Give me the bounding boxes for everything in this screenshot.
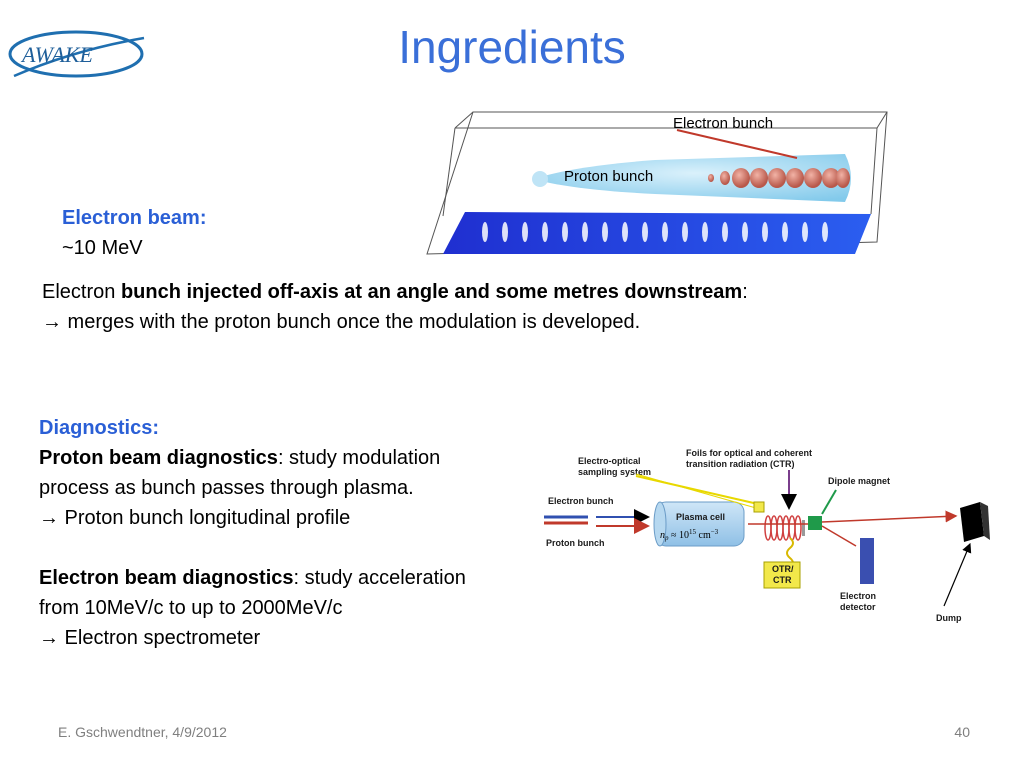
injection-plain: Electron — [42, 281, 121, 303]
footer-author: E. Gschwendtner, 4/9/2012 — [58, 724, 227, 740]
electron-diag-bold: Electron beam diagnostics — [39, 567, 294, 589]
proton-diag-rest: : study modulation — [277, 447, 441, 469]
otr-label-2: CTR — [773, 575, 792, 585]
arrow-icon: → — [39, 507, 59, 529]
eo-label-2: sampling system — [578, 467, 651, 477]
foils-label-1: Foils for optical and coherent — [686, 448, 812, 458]
proton-bunch-small-label: Proton bunch — [546, 538, 605, 548]
page-number: 40 — [954, 724, 970, 740]
otr-label-1: OTR/ — [772, 564, 794, 574]
eo-label-1: Electro-optical — [578, 456, 641, 466]
foils-label-2: transition radiation (CTR) — [686, 459, 795, 469]
electron-beam-block: Electron beam: ~10 MeV — [62, 203, 206, 263]
electron-diag-result: Electron spectrometer — [59, 627, 261, 649]
injection-paragraph: Electron bunch injected off-axis at an a… — [42, 277, 942, 337]
proton-diag-result: Proton bunch longitudinal profile — [59, 507, 351, 529]
electron-beam-heading: Electron beam: — [62, 207, 207, 229]
electron-bunch-small-label: Electron bunch — [548, 496, 614, 506]
density-formula: np ≈ 1015 cm−3 — [660, 528, 719, 542]
electron-beam-energy: ~10 MeV — [62, 237, 143, 259]
arrow-icon: → — [42, 311, 62, 333]
logo-text: AWAKE — [20, 42, 94, 67]
dipole-label: Dipole magnet — [828, 476, 890, 486]
detector-label-2: detector — [840, 602, 876, 612]
proton-diag-line2: process as bunch passes through plasma. — [39, 477, 414, 499]
plasma-cell-label: Plasma cell — [676, 512, 725, 522]
injection-colon: : — [742, 281, 748, 303]
dump-label: Dump — [936, 613, 962, 623]
injection-line2: merges with the proton bunch once the mo… — [62, 311, 641, 333]
injection-bold: bunch injected off-axis at an angle and … — [120, 281, 743, 303]
diagnostics-schematic: Electro-optical sampling system Foils fo… — [536, 444, 1006, 639]
proton-bunch-label: Proton bunch — [564, 168, 653, 185]
diagnostics-block: Diagnostics: Proton beam diagnostics: st… — [39, 413, 539, 653]
electron-diag-line2: from 10MeV/c to up to 2000MeV/c — [39, 597, 343, 619]
detector-label-1: Electron — [840, 591, 876, 601]
slide-title: Ingredients — [398, 21, 626, 73]
proton-diag-bold: Proton beam diagnostics — [39, 447, 278, 469]
diagnostics-heading: Diagnostics: — [39, 417, 160, 439]
electron-diag-rest: : study acceleration — [293, 567, 466, 589]
arrow-icon: → — [39, 627, 59, 649]
plasma-wakefield-figure: Electron bunch Proton bunch — [425, 108, 895, 265]
awake-logo: AWAKE — [4, 10, 149, 95]
electron-bunch-label: Electron bunch — [673, 115, 773, 132]
